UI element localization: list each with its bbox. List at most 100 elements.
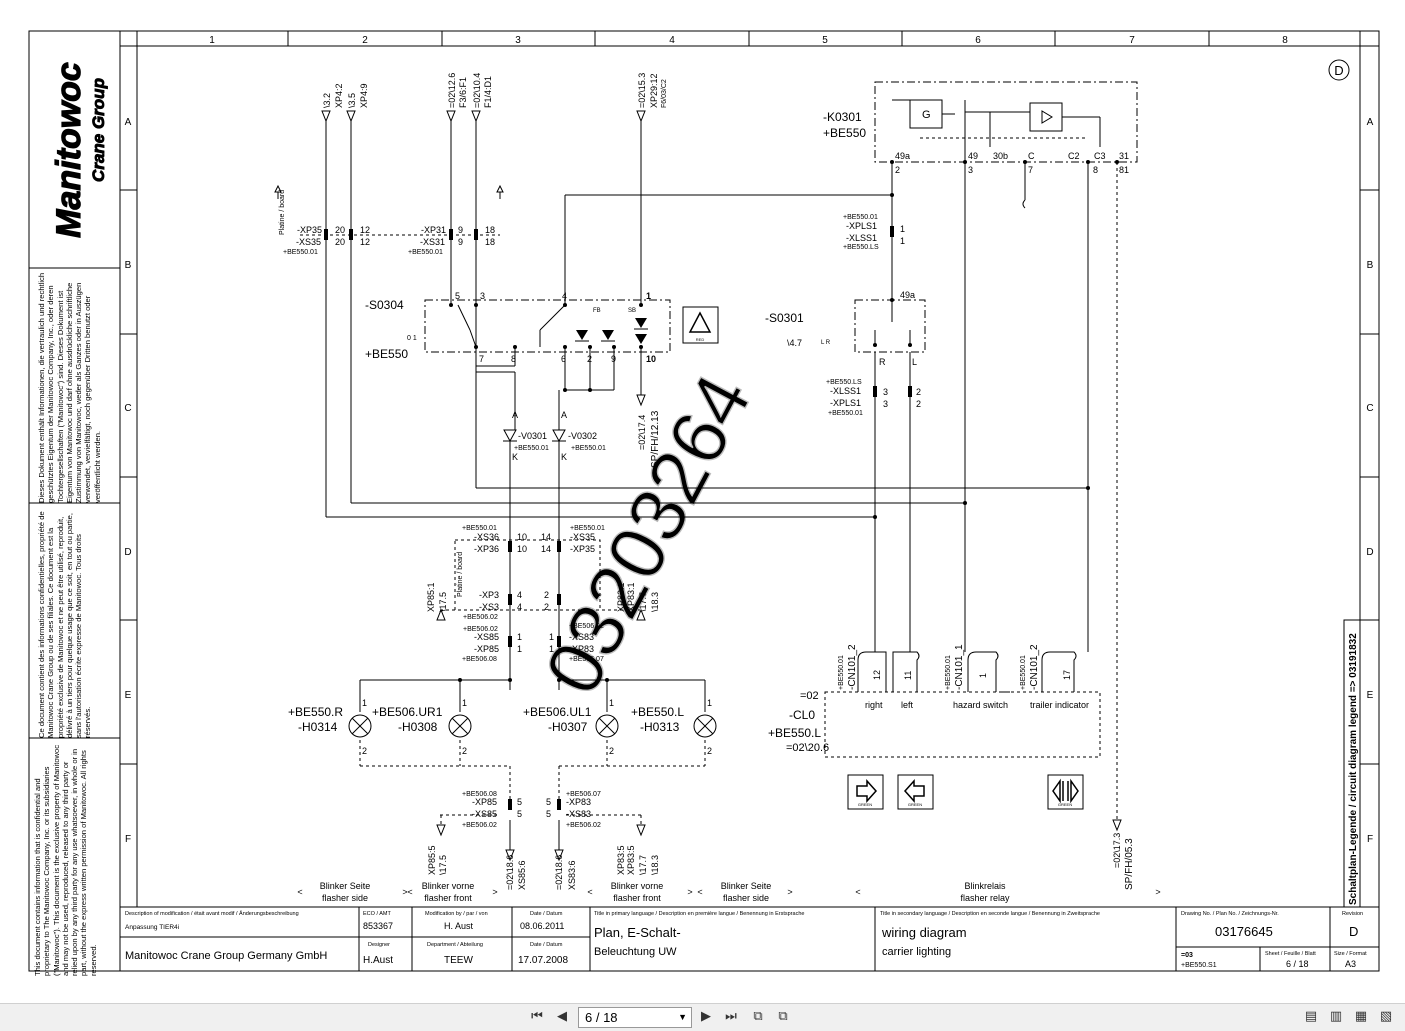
page-selector[interactable]: 6 / 18 ▼ <box>578 1007 692 1028</box>
ref-f: F3/6:F1 <box>458 77 468 108</box>
wiring-diagram-sheet: 1 2 3 4 5 6 7 8 A B C D E F A B C D E F … <box>28 30 1380 976</box>
diagram-label: +BE506.08 <box>462 791 497 798</box>
diagram-label: +BE550.01 <box>570 525 605 532</box>
connector-pins <box>324 160 1119 810</box>
sheet-frame <box>28 30 1380 972</box>
diagram-label: 2 <box>895 165 900 175</box>
diagram-label: \17.7 <box>638 855 648 875</box>
diagram-label: -XS83 <box>569 632 594 642</box>
switch-s0301-id: -S0301 <box>765 311 804 325</box>
diagram-label: 4 <box>562 291 567 301</box>
diagram-label: +BE550.LS <box>826 379 862 386</box>
diagram-label: \17.7 <box>638 592 648 612</box>
row-label: D <box>124 547 131 558</box>
diagram-label: 1 <box>362 698 367 708</box>
col-label: 5 <box>822 35 828 46</box>
diagram-label: 31 <box>1119 151 1129 161</box>
first-page-icon[interactable]: ⏮ <box>531 1009 543 1024</box>
ref-xp29: XP29:12 <box>649 73 659 108</box>
diagram-label: +BE506.07 <box>566 791 601 798</box>
diagram-label: flasher front <box>613 893 661 903</box>
next-page-icon[interactable]: ▶ <box>701 1009 711 1024</box>
diagram-label: +BE506.02 <box>463 614 498 621</box>
row-label: A <box>1367 117 1374 128</box>
diagram-label: +BE550.L <box>768 726 821 740</box>
diagram-label: 7 <box>1028 165 1033 175</box>
diagram-label: Department / Abteilung <box>427 942 483 948</box>
row-label: B <box>125 260 132 271</box>
diode-v0301 <box>503 429 517 443</box>
diagram-label: +BE506.02 <box>462 822 497 829</box>
diagram-label: 18 <box>485 237 495 247</box>
diagram-label: 14 <box>541 532 551 542</box>
lamp-h0308 <box>448 714 472 738</box>
diagram-label: +BE506.UR1 <box>372 705 443 719</box>
diagram-label: 1 <box>900 224 905 234</box>
legal-notice-de: Dieses Dokument enthält Informationen, d… <box>37 273 102 503</box>
diagram-label: XP85:5 <box>427 845 437 875</box>
diagram-label: -XS36 <box>474 532 499 542</box>
logo-name: Manitowoc <box>50 62 88 238</box>
previous-page-icon[interactable]: ◀ <box>557 1009 567 1024</box>
diagram-label: 4 <box>517 602 522 612</box>
legal-notice-en: This document contains information that … <box>33 745 98 976</box>
diagram-label: Modification by / par / von <box>425 911 488 917</box>
diagram-label: < <box>297 887 302 897</box>
diagram-label: 9 <box>458 237 463 247</box>
diagram-label: -XLSS1 <box>846 233 877 243</box>
row-label: C <box>1366 403 1373 414</box>
diagram-label: K <box>561 452 567 462</box>
diagram-label: 3 <box>883 387 888 397</box>
diagram-label: -CN101_2 <box>847 644 858 690</box>
ref-xp29: F6/03/C2 <box>661 79 668 108</box>
diagram-label: XP83:1 <box>626 582 636 612</box>
continuous-view-icon[interactable]: ▥ <box>1329 1009 1343 1024</box>
diagram-label: -XP3 <box>479 590 499 600</box>
diagram-label: 4 <box>517 590 522 600</box>
diagram-label: hazard switch <box>953 700 1008 710</box>
diagram-label: Size / Format <box>1334 951 1367 957</box>
diagram-label: 9 <box>458 225 463 235</box>
diagram-label: A <box>512 410 518 420</box>
ref-xp29: =02\15.3 <box>637 73 647 108</box>
diagram-label: -XPLS1 <box>846 221 877 231</box>
diagram-label: XS85:6 <box>517 860 527 890</box>
diagram-label: -V0302 <box>568 431 597 441</box>
diagram-label: XP83:1 <box>616 582 626 612</box>
switch-s0304-loc: +BE550 <box>365 347 408 361</box>
diagram-label: TEEW <box>444 955 473 966</box>
row-label: D <box>1366 547 1373 558</box>
drawing-title-en: wiring diagram <box>881 925 967 940</box>
diagram-label: 2 <box>587 354 592 364</box>
continuous-facing-icon[interactable]: ▧ <box>1379 1009 1393 1024</box>
diagram-label: +BE550.L <box>631 705 684 719</box>
revision-letter: D <box>1349 924 1358 939</box>
go-forward-icon[interactable]: ⧉ <box>778 1009 788 1024</box>
single-page-view-icon[interactable]: ▤ <box>1304 1009 1318 1024</box>
facing-pages-icon[interactable]: ▦ <box>1354 1009 1368 1024</box>
right-indicator-icon: GREEN <box>847 774 884 810</box>
diagram-label: L <box>912 357 917 367</box>
relay-k0301-loc: +BE550 <box>823 126 866 140</box>
diagram-label: 12 <box>872 670 882 680</box>
diagram-label: 2 <box>916 399 921 409</box>
diagram-label: -XS31 <box>420 237 445 247</box>
diagram-label: > <box>687 887 692 897</box>
diagram-label: 17.07.2008 <box>518 955 568 966</box>
go-back-icon[interactable]: ⧉ <box>753 1009 763 1024</box>
diagram-label: \17.5 <box>438 592 448 612</box>
diagram-label: 1 <box>549 644 554 654</box>
diagram-label: +BE550.01 <box>945 655 952 690</box>
diagram-label: +BE550.01 <box>514 445 549 452</box>
last-page-icon[interactable]: ⏭ <box>725 1009 737 1024</box>
diagram-label: RED <box>696 337 705 342</box>
diagram-label: Date / Datum <box>530 911 563 917</box>
diagram-label: C <box>1028 151 1035 161</box>
diagram-label: < <box>407 887 412 897</box>
diagram-label: Description of modification / était avan… <box>125 910 299 917</box>
diagram-label: 81 <box>1119 165 1129 175</box>
diagram-label: -H0308 <box>398 720 438 734</box>
diagram-label: =02\17.3 <box>1112 833 1122 868</box>
col-label: 4 <box>669 35 675 46</box>
cn101-plugs <box>857 651 1077 692</box>
